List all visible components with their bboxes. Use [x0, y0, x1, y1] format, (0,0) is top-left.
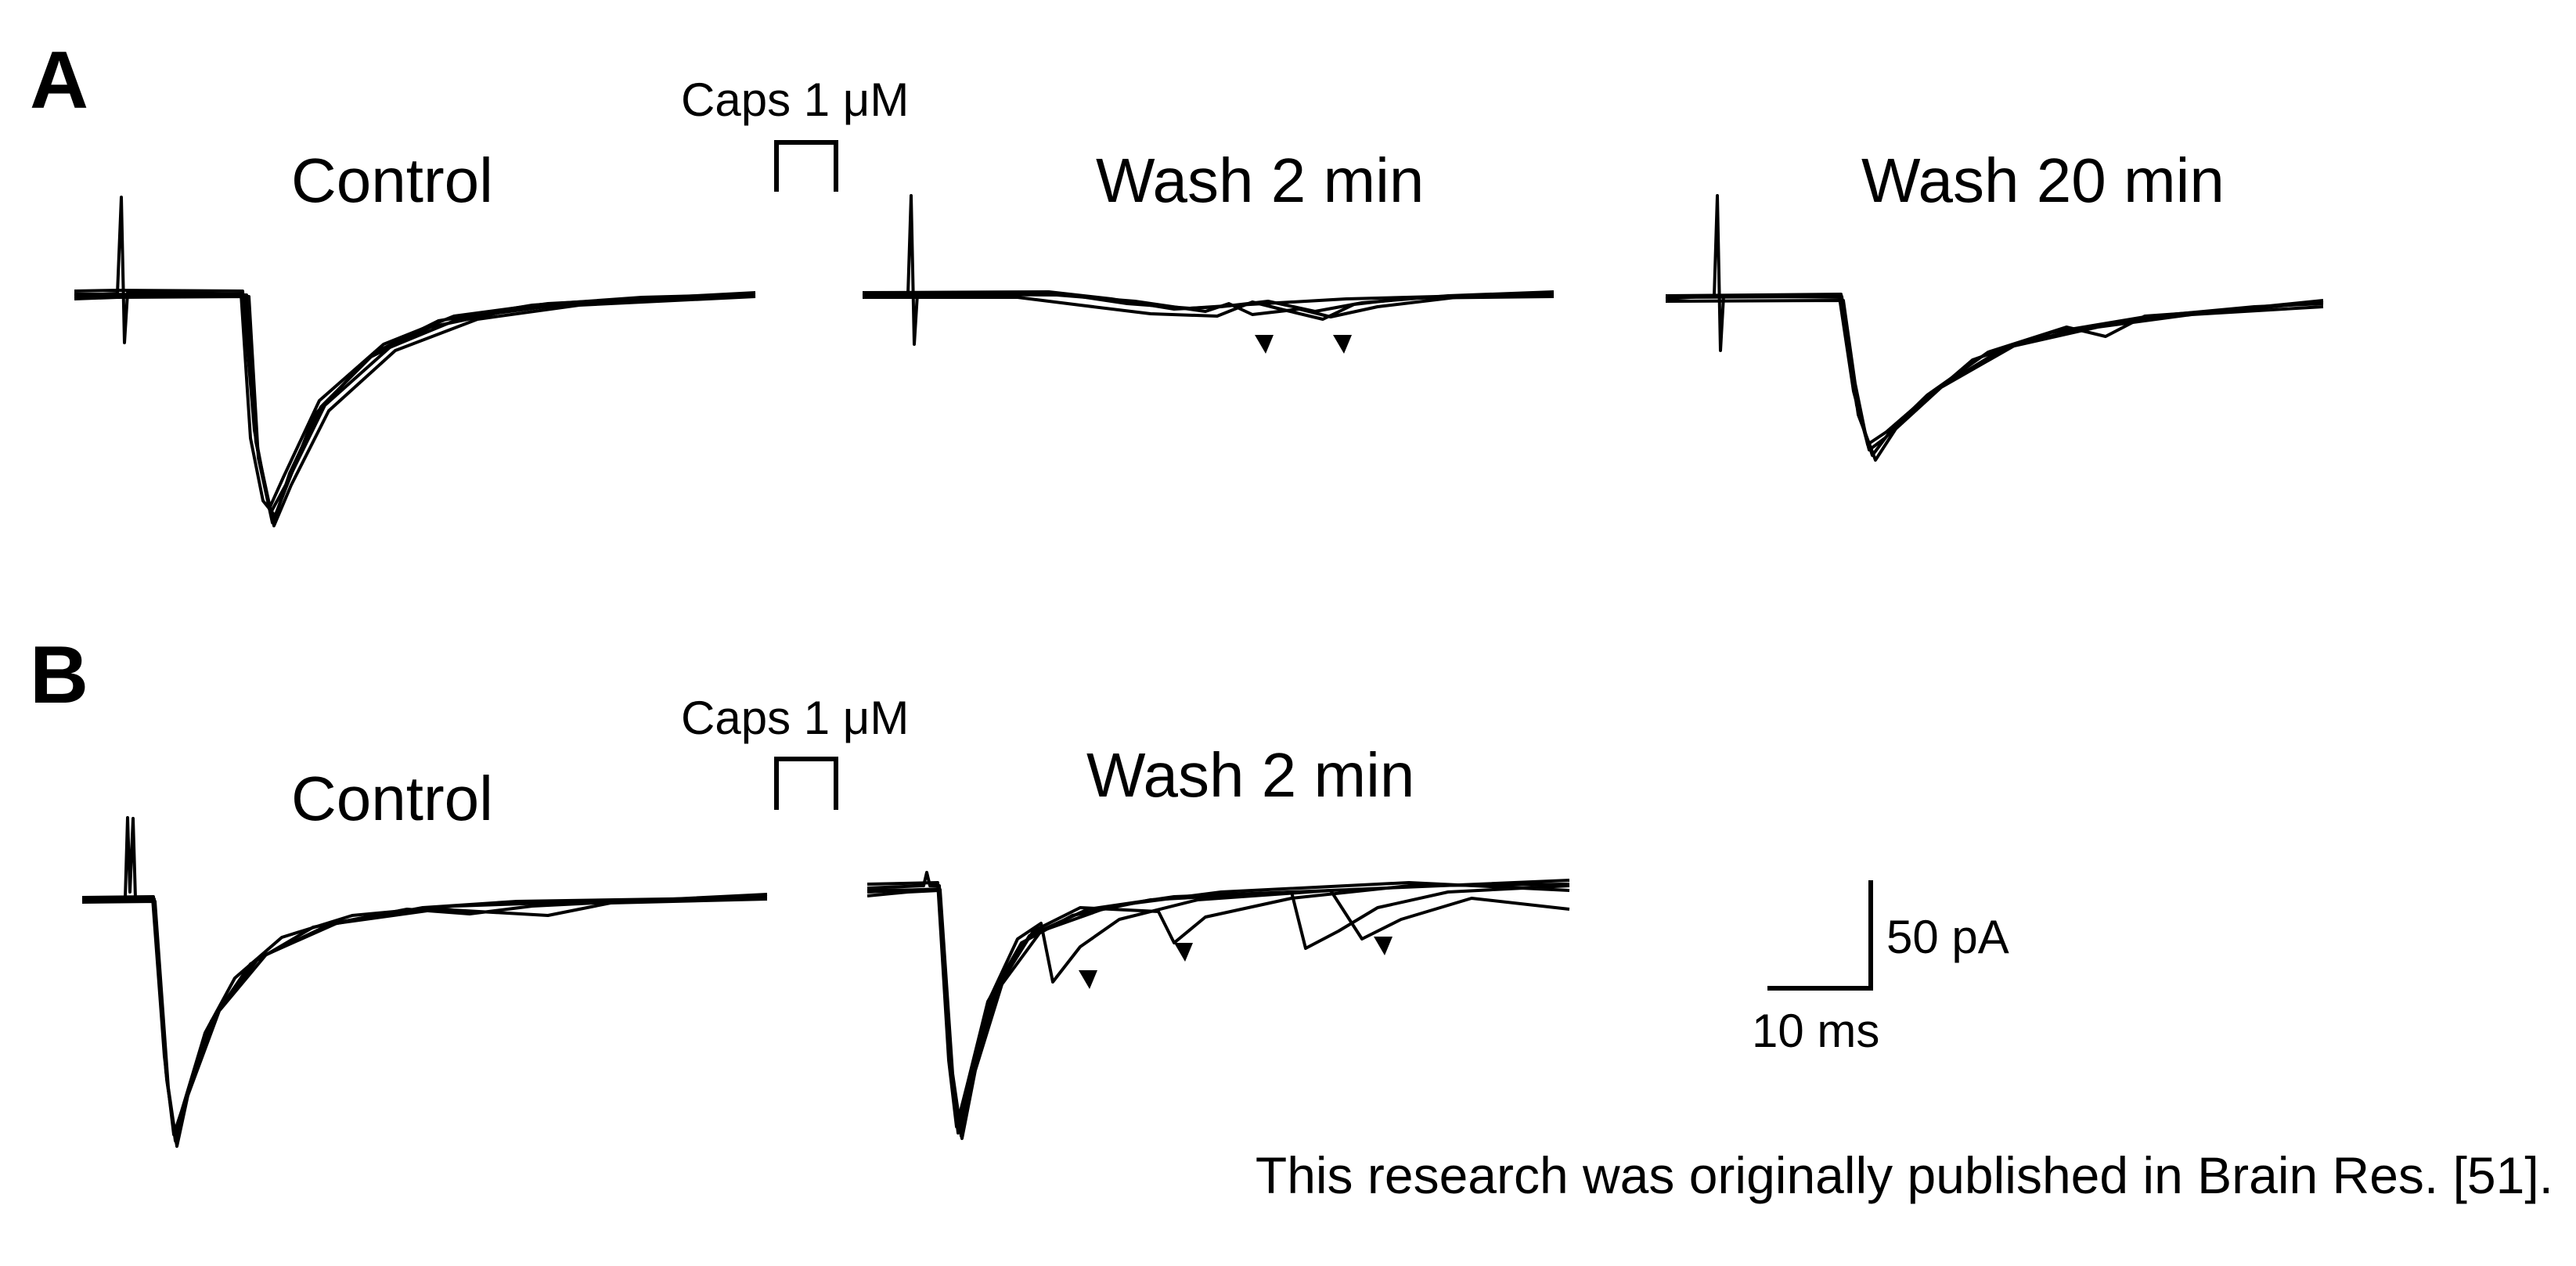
panel-b-event-markers	[1079, 937, 1392, 989]
panel-b-drug-bracket	[774, 757, 838, 810]
scale-bar: 50 pA 10 ms	[1752, 880, 2009, 1057]
panel-a-drug-bracket	[774, 140, 838, 192]
arrowhead-marker	[1255, 335, 1274, 354]
panel-a-control-title: Control	[291, 146, 493, 215]
panel-b-wash2-traces	[866, 871, 1570, 1140]
panel-b-control-traces	[81, 816, 768, 1148]
panel-a-wash2-traces	[862, 194, 1555, 346]
panel-b-drug-label: Caps 1 μM	[681, 692, 909, 744]
publication-credit: This research was originally published i…	[1256, 1146, 2553, 1204]
panel-b-label: B	[30, 630, 88, 721]
scale-bar-current-label: 50 pA	[1886, 911, 2009, 963]
panel-a-wash20-title: Wash 20 min	[1861, 146, 2225, 215]
panel-a-event-markers	[1255, 335, 1352, 354]
arrowhead-marker	[1374, 937, 1392, 955]
panel-a-wash2-title: Wash 2 min	[1096, 146, 1424, 215]
panel-b-wash2-title: Wash 2 min	[1086, 740, 1414, 810]
panel-a-drug-label: Caps 1 μM	[681, 74, 909, 126]
panel-a-label: A	[30, 35, 88, 126]
scale-bar-lines	[1767, 880, 1873, 991]
panel-a-control-traces	[74, 196, 756, 527]
arrowhead-marker	[1174, 943, 1193, 962]
panel-b-control-title: Control	[291, 764, 493, 833]
arrowhead-marker	[1079, 970, 1097, 989]
panel-a-wash20-traces	[1665, 194, 2324, 462]
arrowhead-marker	[1333, 335, 1352, 354]
scale-bar-time-label: 10 ms	[1752, 1005, 1879, 1057]
